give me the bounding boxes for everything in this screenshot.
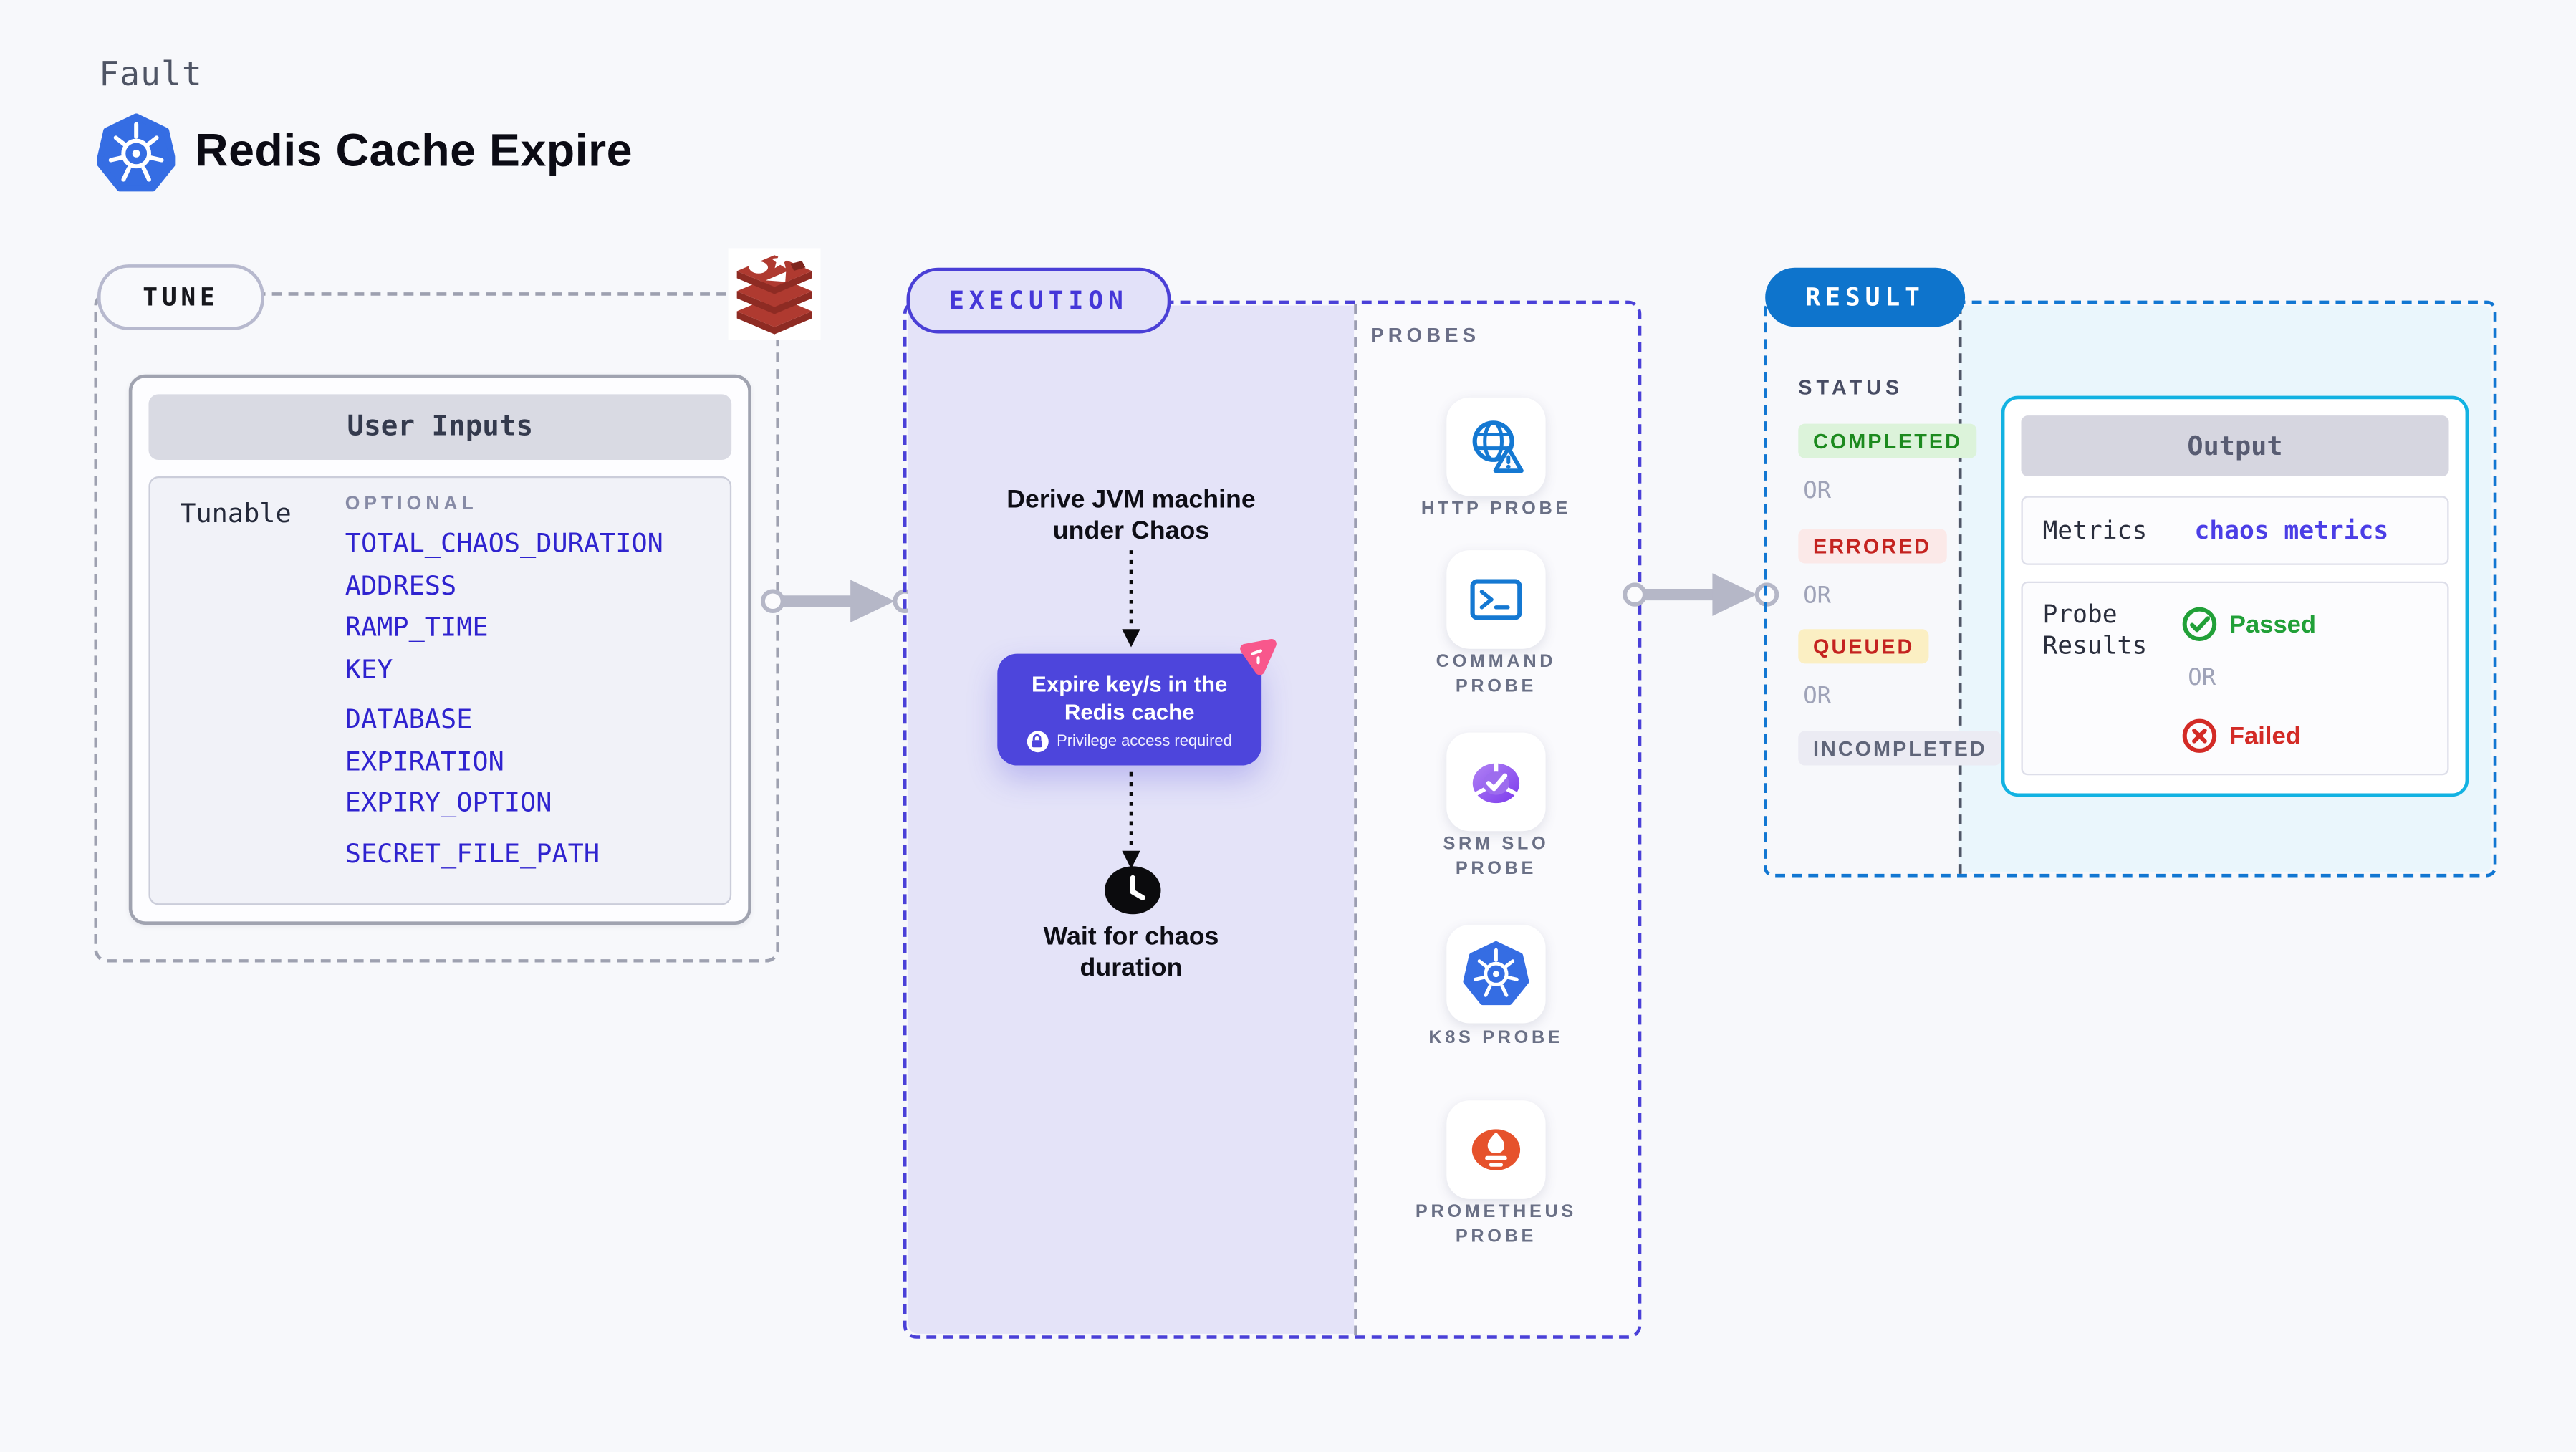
input-link[interactable]: EXPIRATION bbox=[345, 744, 504, 777]
probe-card-prometheus bbox=[1446, 1100, 1546, 1199]
probe-results-label: Probe Results bbox=[2042, 599, 2148, 660]
wait-step-text: Wait for chaos duration bbox=[1043, 923, 1219, 983]
or-separator: OR bbox=[1803, 683, 1832, 710]
probe-card-srm-slo bbox=[1446, 732, 1546, 832]
page-kicker: Fault bbox=[99, 54, 203, 94]
tunable-label: Tunable bbox=[180, 497, 292, 529]
flow-arrow-execution-to-result bbox=[1623, 573, 1779, 616]
probes-label: PROBES bbox=[1370, 323, 1481, 347]
input-link[interactable]: TOTAL_CHAOS_DURATION bbox=[345, 527, 663, 559]
derive-step-text: Derive JVM machine under Chaos bbox=[1006, 486, 1256, 546]
status-badge-queued: QUEUED bbox=[1798, 629, 1930, 664]
failed-label: Failed bbox=[2229, 721, 2301, 750]
input-group: DATABASE EXPIRATION EXPIRY_OPTION bbox=[345, 698, 663, 824]
redis-icon bbox=[728, 248, 821, 340]
probe-label-srm-slo: SRM SLO PROBE bbox=[1443, 834, 1549, 879]
tune-badge: TUNE bbox=[97, 264, 264, 330]
prometheus-flame-icon bbox=[1471, 1129, 1521, 1170]
chaos-action-title: Expire key/s in the Redis cache bbox=[1032, 671, 1228, 725]
input-group: SECRET_FILE_PATH bbox=[345, 832, 663, 873]
user-inputs-card: User Inputs Tunable OPTIONAL TOTAL_CHAOS… bbox=[128, 374, 751, 925]
input-link[interactable]: ADDRESS bbox=[345, 569, 457, 601]
probe-card-k8s bbox=[1446, 924, 1546, 1024]
kubernetes-icon bbox=[1463, 941, 1529, 1006]
user-inputs-title: User Inputs bbox=[148, 394, 732, 461]
litmus-chaos-icon bbox=[1240, 638, 1277, 675]
clock-icon bbox=[1105, 866, 1161, 915]
tune-section bbox=[94, 292, 780, 963]
execution-badge: EXECUTION bbox=[906, 267, 1171, 334]
flow-arrow-tune-to-execution bbox=[760, 580, 918, 623]
optional-column-label: OPTIONAL bbox=[345, 494, 478, 514]
dotted-arrow-down-icon bbox=[1122, 550, 1140, 648]
terminal-icon bbox=[1470, 579, 1522, 620]
input-link[interactable]: DATABASE bbox=[345, 703, 473, 734]
privilege-row: Privilege access required bbox=[997, 731, 1261, 753]
user-inputs-body: Tunable OPTIONAL TOTAL_CHAOS_DURATION AD… bbox=[148, 476, 732, 905]
passed-label: Passed bbox=[2229, 610, 2317, 638]
output-card: Output Metrics chaos metrics Probe Resul… bbox=[2001, 395, 2469, 797]
result-section: STATUS COMPLETED OR ERRORED OR QUEUED OR… bbox=[1763, 300, 2497, 878]
x-circle-icon bbox=[2182, 718, 2217, 753]
dotted-arrow-down-icon bbox=[1122, 771, 1140, 869]
probe-label-k8s: K8S PROBE bbox=[1428, 1028, 1564, 1048]
status-badge-incompleted: INCOMPLETED bbox=[1798, 731, 2002, 766]
probe-label-http: HTTP PROBE bbox=[1421, 499, 1571, 519]
input-link[interactable]: EXPIRY_OPTION bbox=[345, 787, 552, 818]
input-link[interactable]: RAMP_TIME bbox=[345, 610, 489, 643]
privilege-note: Privilege access required bbox=[1057, 732, 1232, 751]
result-divider bbox=[1958, 304, 1962, 874]
or-separator: OR bbox=[2188, 665, 2216, 692]
metrics-row: Metrics chaos metrics bbox=[2021, 496, 2449, 565]
page-title: Redis Cache Expire bbox=[195, 125, 633, 176]
input-link[interactable]: SECRET_FILE_PATH bbox=[345, 837, 600, 868]
verdict-failed: Failed bbox=[2181, 718, 2301, 754]
probes-divider bbox=[1354, 304, 1357, 1336]
status-badge-completed: COMPLETED bbox=[1798, 423, 1977, 458]
probe-results-row: Probe Results Passed OR Failed bbox=[2021, 581, 2449, 776]
input-group: TOTAL_CHAOS_DURATION ADDRESS RAMP_TIME K… bbox=[345, 522, 663, 690]
probe-card-command bbox=[1446, 550, 1546, 649]
input-link[interactable]: KEY bbox=[345, 653, 393, 685]
lock-icon bbox=[1027, 731, 1049, 753]
probe-card-http bbox=[1446, 397, 1546, 496]
chaos-action-box: Expire key/s in the Redis cache Privileg… bbox=[997, 638, 1277, 766]
globe-alert-icon bbox=[1472, 420, 1524, 473]
metrics-label: Metrics bbox=[2042, 515, 2148, 546]
or-separator: OR bbox=[1803, 583, 1832, 610]
probe-label-prometheus: PROMETHEUS PROBE bbox=[1415, 1202, 1577, 1247]
execution-area bbox=[908, 305, 1355, 1334]
or-separator: OR bbox=[1803, 478, 1832, 504]
input-list: TOTAL_CHAOS_DURATION ADDRESS RAMP_TIME K… bbox=[345, 522, 663, 882]
kubernetes-icon bbox=[97, 113, 176, 192]
result-badge: RESULT bbox=[1765, 267, 1966, 327]
output-title: Output bbox=[2021, 415, 2449, 476]
execution-section: Derive JVM machine under Chaos Expire ke… bbox=[903, 300, 1642, 1339]
verdict-passed: Passed bbox=[2181, 606, 2316, 642]
slo-donut-check-icon bbox=[1472, 761, 1520, 804]
status-badge-errored: ERRORED bbox=[1798, 529, 1946, 564]
metrics-value-link[interactable]: chaos metrics bbox=[2194, 515, 2389, 546]
probe-label-command: COMMAND PROBE bbox=[1436, 652, 1557, 697]
status-label: STATUS bbox=[1798, 376, 1904, 400]
check-circle-icon bbox=[2182, 607, 2217, 641]
